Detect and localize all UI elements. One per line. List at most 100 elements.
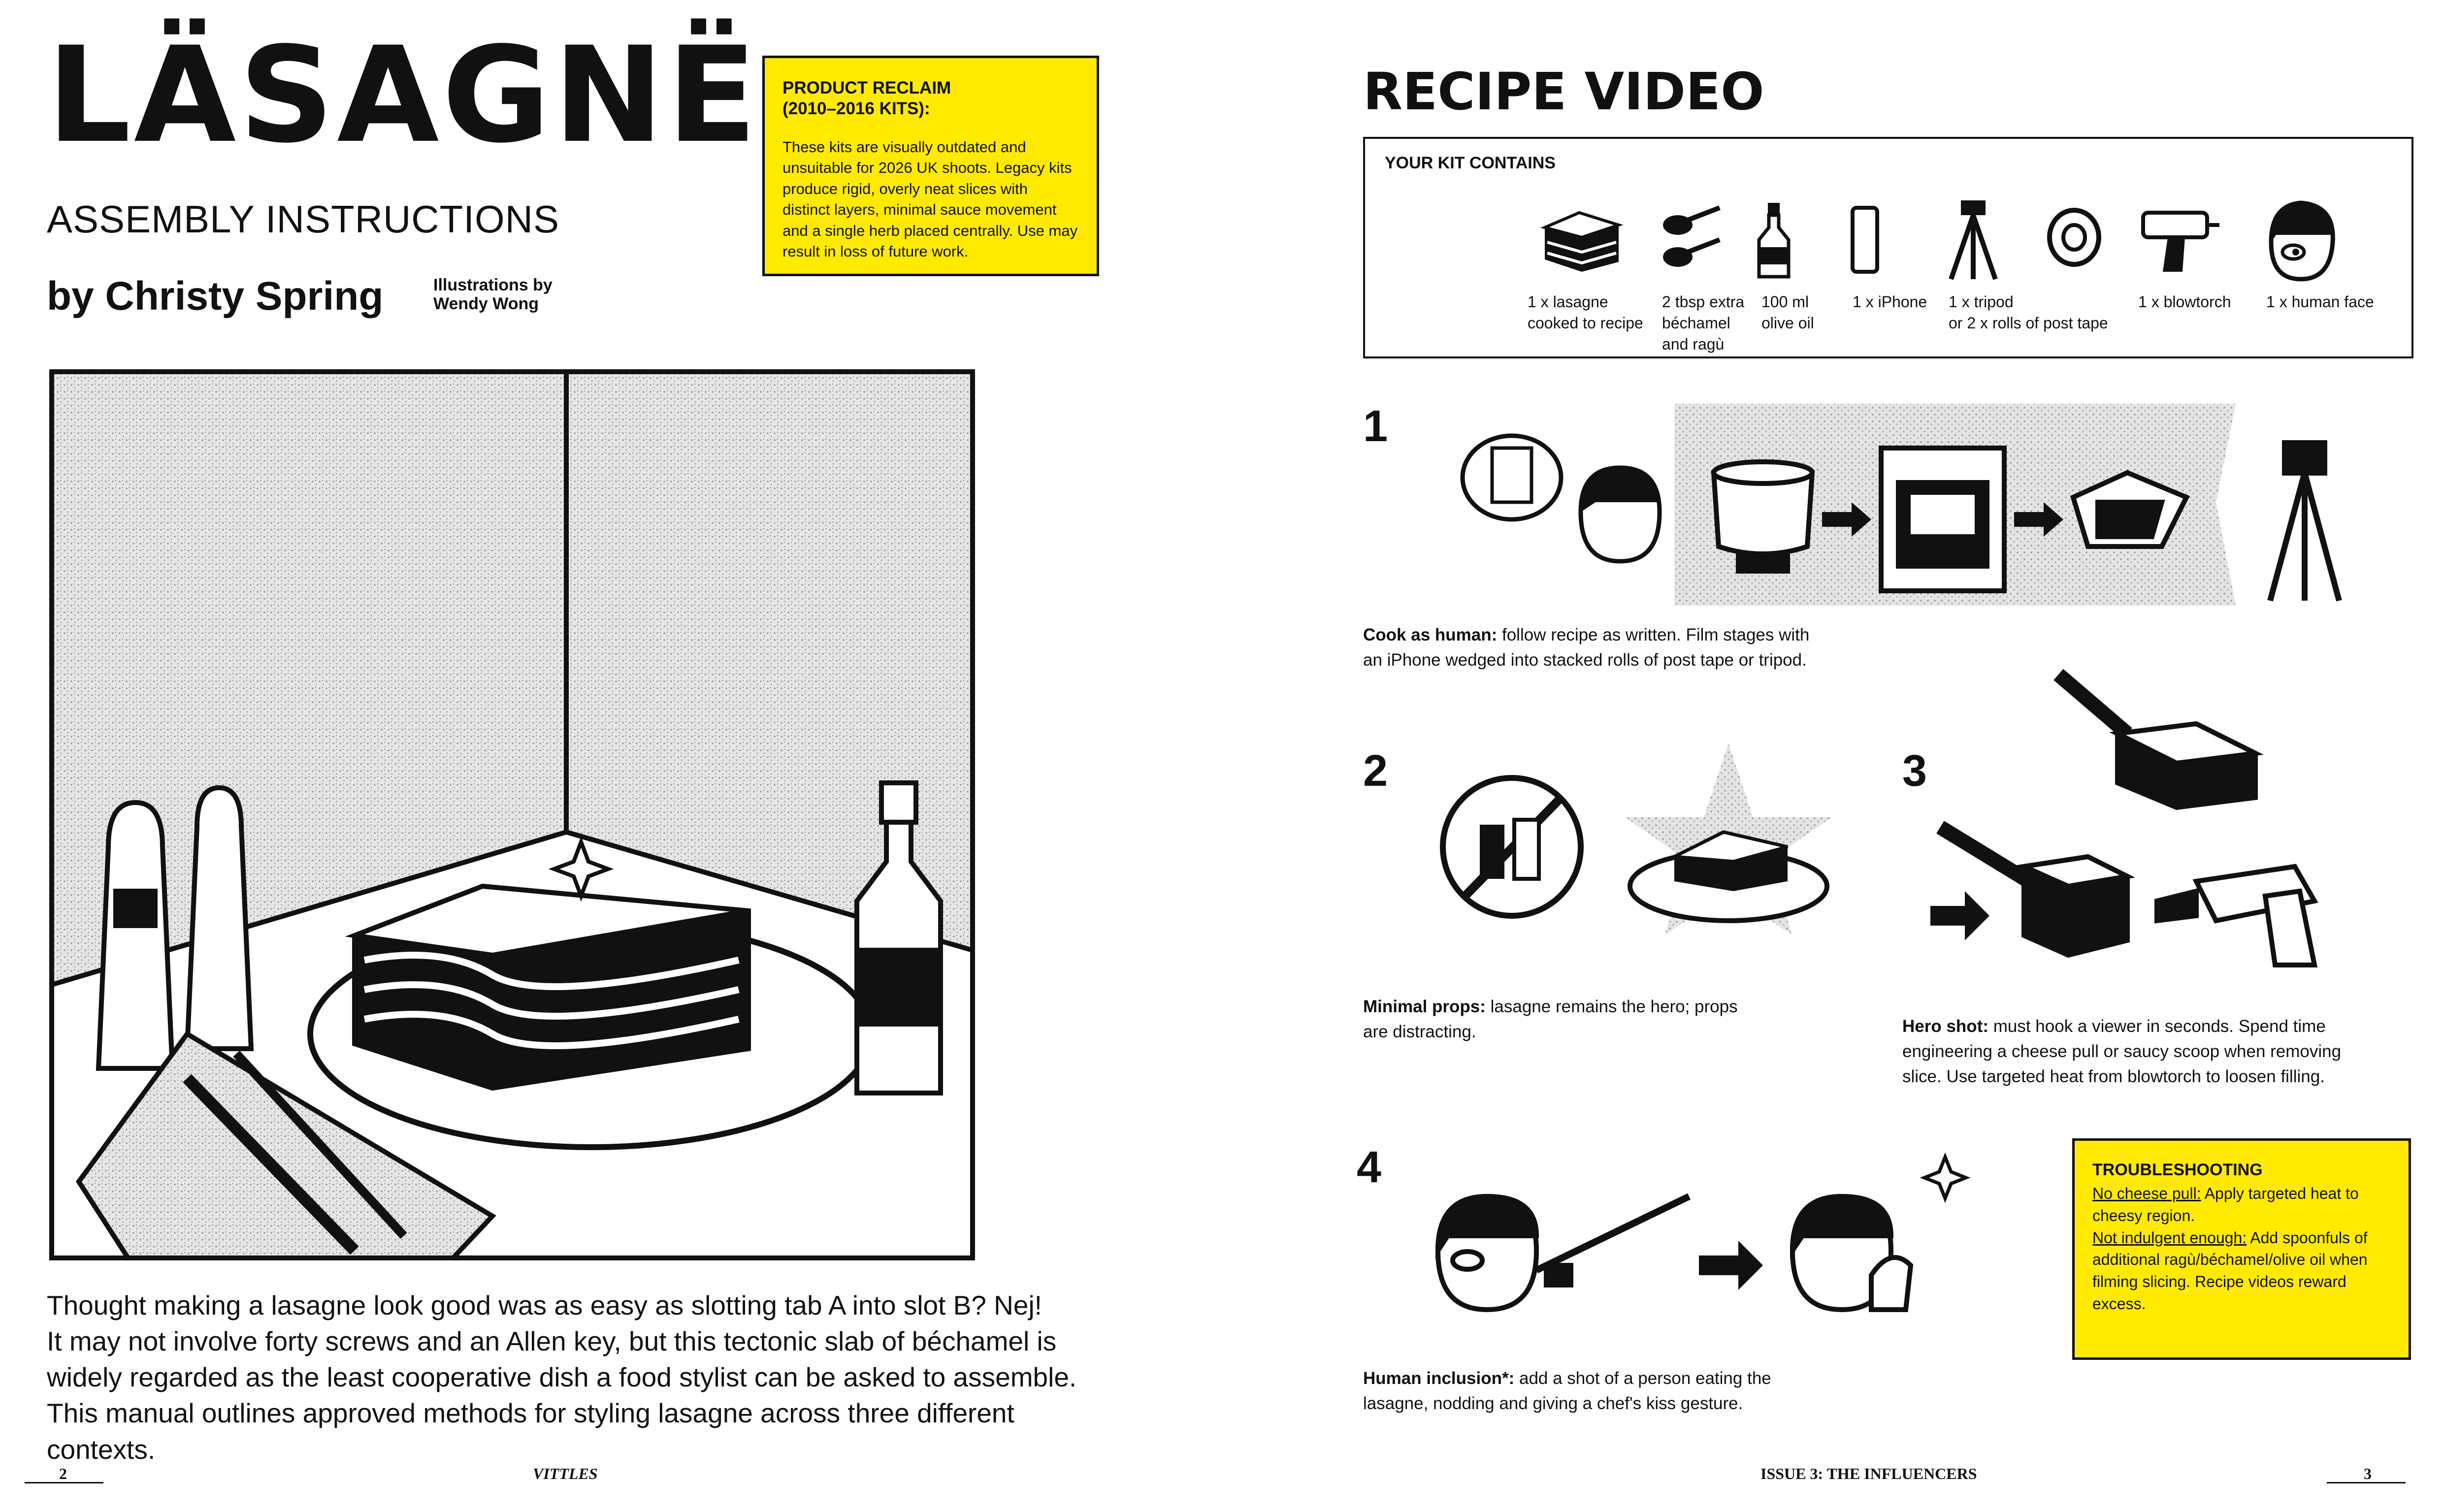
troubleshooting-item-label: Not indulgent enough:: [2092, 1228, 2247, 1247]
step3-illustration: [1930, 669, 2318, 967]
step2-caption: Minimal props: lasagne remains the hero;…: [1363, 995, 1806, 1045]
kit-item-line: 100 ml: [1761, 293, 1809, 311]
troubleshooting-box: TROUBLESHOOTING No cheese pull: Apply ta…: [2072, 1138, 2411, 1360]
chefs-kiss-face: [1790, 1193, 1914, 1313]
sparkle-icon: [548, 836, 614, 902]
iphone-icon: [1851, 206, 1879, 274]
intro-line: It may not involve forty screws and an A…: [47, 1326, 1057, 1357]
page-title: LÄSAGNË: [47, 19, 760, 172]
arrow-icon: [1699, 1241, 1763, 1290]
lifted-slice: [2053, 669, 2264, 810]
kit-item-human-face: 1 x human face: [2266, 291, 2374, 313]
troubleshooting-item-label: No cheese pull:: [2092, 1185, 2201, 1202]
spoons-icon: [1663, 205, 1721, 267]
step1-illustration: [1460, 404, 2342, 606]
product-reclaim-heading: PRODUCT RECLAIM (2010–2016 KITS):: [782, 78, 1079, 119]
oil-bottle: [854, 780, 943, 1095]
cheese-pull-slice: [1936, 821, 2135, 958]
step1-caption: Cook as human: follow recipe as written.…: [1363, 623, 1856, 673]
issue-title: ISSUE 3: THE INFLUENCERS: [1760, 1465, 1977, 1482]
intro-line: This manual outlines approved methods fo…: [47, 1398, 1014, 1465]
kit-item-olive-oil: 100 ml olive oil: [1761, 291, 1814, 334]
eating-face: [1435, 1193, 1691, 1313]
intro-paragraph: Thought making a lasagne look good was a…: [47, 1287, 1096, 1468]
step2-caption-text1: lasagne remains the hero; props: [1485, 997, 1738, 1016]
footer-rule-left: [25, 1482, 103, 1483]
step-number: 1: [1363, 402, 1388, 451]
magazine-name: VITTLES: [533, 1465, 598, 1482]
section-heading: RECIPE VIDEO: [1363, 62, 1764, 122]
blowtorch-icon: [2141, 211, 2219, 272]
step-number: 4: [1357, 1143, 1382, 1192]
page-number-right: 3: [2364, 1465, 2372, 1482]
kit-item-iphone: 1 x iPhone: [1853, 291, 1927, 313]
step3-caption-text2: engineering a cheese pull or saucy scoop…: [1902, 1041, 2342, 1061]
troubleshooting-item: Not indulgent enough: Add spoonfuls of a…: [2092, 1227, 2391, 1315]
step-number: 2: [1363, 746, 1388, 796]
step3-caption-text3: slice. Use targeted heat from blowtorch …: [1902, 1066, 2325, 1086]
intro-line: widely regarded as the least cooperative…: [47, 1362, 1077, 1393]
kit-item-line: olive oil: [1761, 314, 1814, 332]
illustrator-credit: Illustrations by Wendy Wong: [433, 276, 553, 313]
product-reclaim-box: PRODUCT RECLAIM (2010–2016 KITS): These …: [762, 56, 1099, 276]
kit-item-line: 1 x tripod: [1949, 293, 2014, 311]
blowtorch-icon: [2154, 864, 2318, 967]
step3-caption-text1: must hook a viewer in seconds. Spend tim…: [1988, 1017, 2326, 1036]
step2-illustration: [1440, 743, 1832, 935]
intro-line: Thought making a lasagne look good was a…: [47, 1290, 1042, 1320]
step4-caption-bold: Human inclusion*:: [1363, 1369, 1515, 1388]
kit-item-tripod: 1 x tripod or 2 x rolls of post tape: [1949, 291, 2108, 334]
tripod-icon: [1949, 200, 1998, 280]
kit-item-line: 2 tbsp extra: [1662, 293, 1745, 311]
kit-contents-box: YOUR KIT CONTAINS 1 x lasagne cooked to: [1363, 137, 2413, 358]
arrow-icon: [1930, 891, 1989, 940]
step1-caption-text2: an iPhone wedged into stacked rolls of p…: [1363, 650, 1807, 670]
troubleshooting-item: No cheese pull: Apply targeted heat to c…: [2092, 1183, 2391, 1227]
step3-caption-bold: Hero shot:: [1902, 1017, 1988, 1036]
lasagne-stack: [345, 883, 751, 1091]
kit-item-line: or 2 x rolls of post tape: [1949, 314, 2108, 332]
page-number-left: 2: [59, 1465, 67, 1482]
troubleshooting-item-text: Add spoonfuls of additional ragù/béchame…: [2092, 1228, 2368, 1313]
product-reclaim-heading-line2: (2010–2016 KITS):: [782, 99, 930, 118]
troubleshooting-heading: TROUBLESHOOTING: [2092, 1160, 2263, 1179]
lasagne-icon: [1540, 211, 1624, 272]
human-face-icon: [2269, 200, 2335, 282]
kit-item-line: 1 x iPhone: [1853, 293, 1927, 311]
subtitle: ASSEMBLY INSTRUCTIONS: [47, 197, 559, 241]
kit-item-line: and ragù: [1662, 335, 1725, 354]
step3-caption: Hero shot: must hook a viewer in seconds…: [1902, 1014, 2419, 1089]
salt-grinder: [184, 785, 254, 1051]
step1-caption-text1: follow recipe as written. Film stages wi…: [1497, 625, 1810, 644]
product-reclaim-heading-line1: PRODUCT RECLAIM: [782, 78, 951, 97]
step4-caption: Human inclusion*: add a shot of a person…: [1363, 1366, 1856, 1416]
step4-caption-text1: add a shot of a person eating the: [1514, 1369, 1771, 1388]
step4-caption-text2: lasagne, nodding and giving a chef's kis…: [1363, 1393, 1743, 1413]
pepper-grinder: [96, 800, 175, 1071]
sparkle-icon: [1920, 1152, 1971, 1203]
step2-caption-text2: are distracting.: [1363, 1022, 1476, 1041]
kit-item-blowtorch: 1 x blowtorch: [2138, 291, 2231, 313]
footer-rule-right: [2327, 1482, 2406, 1483]
kit-title: YOUR KIT CONTAINS: [1385, 154, 1556, 172]
kit-item-line: cooked to recipe: [1528, 314, 1643, 332]
step2-caption-bold: Minimal props:: [1363, 997, 1486, 1016]
product-reclaim-body: These kits are visually outdated and uns…: [782, 138, 1078, 260]
step-number: 3: [1902, 746, 1927, 796]
step1-caption-bold: Cook as human:: [1363, 625, 1498, 644]
illustrator-credit-line2: Wendy Wong: [433, 294, 539, 314]
troubleshooting-item-text: Apply targeted heat to cheesy region.: [2092, 1185, 2359, 1224]
kit-item-lasagne: 1 x lasagne cooked to recipe: [1528, 291, 1643, 334]
byline: by Christy Spring: [47, 274, 384, 319]
illustrator-credit-line1: Illustrations by: [433, 276, 553, 294]
oil-bottle-icon: [1757, 203, 1791, 279]
baking-dish-icon: [2070, 470, 2190, 549]
pot-icon: [1711, 459, 1815, 574]
step4-illustration: [1435, 1152, 1971, 1313]
kit-item-line: 1 x lasagne: [1528, 293, 1608, 311]
napkin-and-cutlery: [75, 1030, 496, 1260]
kit-item-line: 1 x human face: [2266, 293, 2374, 311]
kit-item-line: 1 x blowtorch: [2138, 293, 2231, 311]
oven-icon: [1879, 446, 2007, 593]
kit-item-line: béchamel: [1662, 314, 1730, 332]
